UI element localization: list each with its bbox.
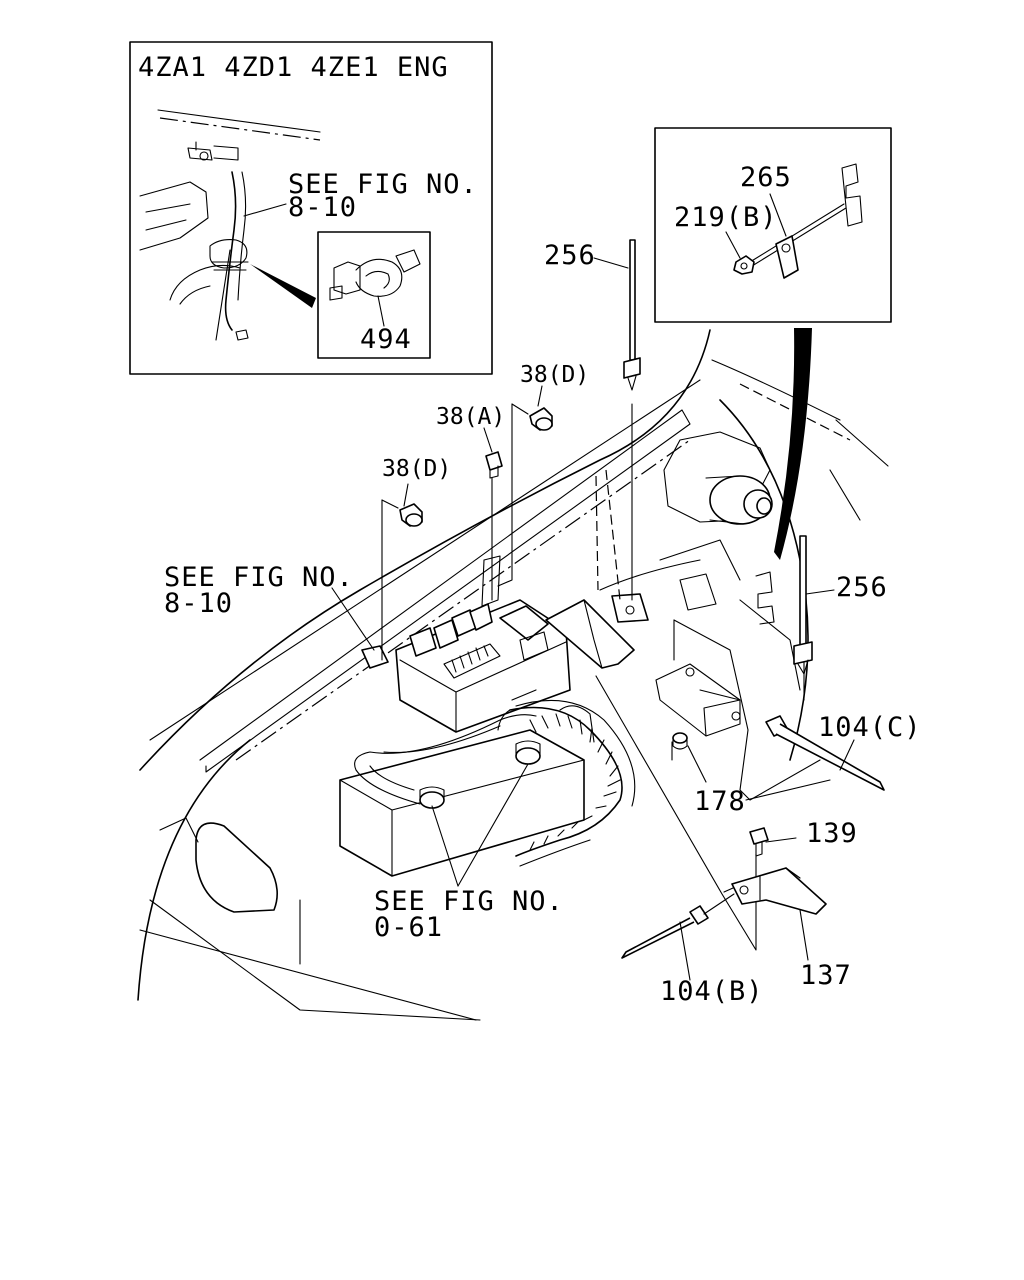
engine-inset-body — [139, 109, 321, 341]
bolt-38-d-left — [399, 503, 423, 527]
label-bolt-38-a: 38(A) — [436, 404, 505, 430]
hood-edge — [139, 329, 711, 771]
cable-tie-256-upper — [623, 239, 641, 391]
bracket-137 — [731, 867, 827, 915]
nut-part-number: 219(B) — [674, 202, 778, 233]
rod-part-number: 265 — [740, 162, 792, 193]
engine-inset-see-fig-1: SEE FIG NO. — [288, 169, 478, 200]
air-duct — [545, 599, 635, 669]
main-assembly — [137, 239, 889, 1021]
rod-inset-frame — [654, 127, 892, 323]
grommet-178 — [672, 732, 688, 750]
detail-arrow-wedge — [250, 264, 316, 308]
label-bolt-38-d-left: 38(D) — [382, 456, 451, 482]
label-see-fig-left-1: SEE FIG NO. — [164, 562, 354, 593]
clip-part-number: 494 — [360, 324, 412, 355]
mount-bracket — [655, 619, 741, 737]
battery — [339, 729, 585, 877]
bolt-38-d-top — [529, 407, 553, 431]
engine-inset-frame — [129, 41, 493, 375]
label-bolt-38-d-top: 38(D) — [520, 362, 589, 388]
label-tie-104-b: 104(B) — [660, 976, 764, 1007]
fuse-box — [395, 599, 571, 733]
label-see-fig-left-2: 8-10 — [164, 588, 233, 619]
headlamp — [195, 822, 278, 913]
engine-inset: 4ZA1 4ZD1 4ZE1 ENG SEE FIG NO. — [129, 41, 493, 375]
label-tie-256-right: 256 — [836, 572, 888, 603]
cable-tie-104-c — [765, 715, 885, 791]
cable-tie-104-b — [621, 893, 735, 959]
wiper-motor — [663, 431, 773, 525]
engine-inset-see-fig-2: 8-10 — [288, 192, 357, 223]
clip-detail-frame — [317, 231, 431, 359]
harness-loom — [509, 706, 623, 857]
label-tie-256-upper: 256 — [544, 240, 596, 271]
label-grommet-178: 178 — [694, 786, 746, 817]
rod-inset: 265 219(B) — [654, 127, 892, 323]
detail-arrow-swoosh — [774, 328, 812, 560]
label-bracket-137: 137 — [800, 960, 852, 991]
label-see-fig-battery-2: 0-61 — [374, 912, 443, 943]
label-bolt-139: 139 — [806, 818, 858, 849]
clip-494-detail: 494 — [317, 231, 431, 359]
label-tie-104-c: 104(C) — [818, 712, 922, 743]
engine-inset-title: 4ZA1 4ZD1 4ZE1 ENG — [138, 52, 449, 83]
bolt-139 — [749, 827, 769, 857]
label-see-fig-battery-1: SEE FIG NO. — [374, 886, 564, 917]
bolt-38-a — [485, 451, 503, 479]
cable-tie-256-right — [793, 535, 813, 675]
